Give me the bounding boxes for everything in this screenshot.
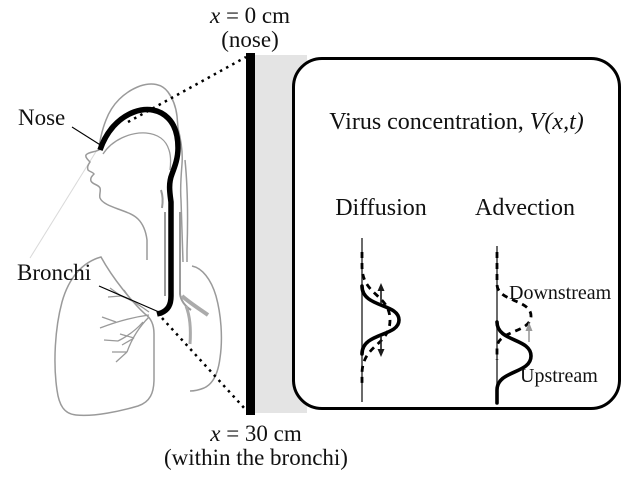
inset-panel [292,57,621,410]
trachea-walls [160,189,192,311]
dotted-line-top [127,55,247,124]
downstream-label: Downstream [509,282,612,304]
panel-title: Virus concentration, V(x,t) [329,109,584,135]
upstream-label: Upstream [520,365,598,387]
right-lung-outline [189,265,223,392]
bottom-axis-note: (within the bronchi) [164,445,348,471]
nose-leader-line [71,126,103,147]
bronchi-leader-line [98,285,160,313]
head-outline [85,83,189,263]
top-axis-label: x = 0 cm (nose) [150,3,350,53]
bottom-axis-label: x = 30 cm (within the bronchi) [136,421,376,471]
diffusion-heading: Diffusion [335,195,427,221]
nose-label: Nose [18,105,66,130]
nasal-cavity-line [102,132,172,171]
dotted-line-bottom [161,317,247,411]
bottom-axis-formula: x = 30 cm [210,421,302,446]
bronchi-label: Bronchi [17,260,92,285]
airway-path [97,106,181,317]
faint-guide-line [29,149,98,259]
top-axis-formula: x = 0 cm [209,3,291,28]
airway-wall-bar [246,53,255,415]
right-bronchus-tubes [180,294,210,345]
bronchial-tree [99,287,150,363]
top-axis-note: (nose) [221,27,279,53]
advection-heading: Advection [475,195,575,221]
